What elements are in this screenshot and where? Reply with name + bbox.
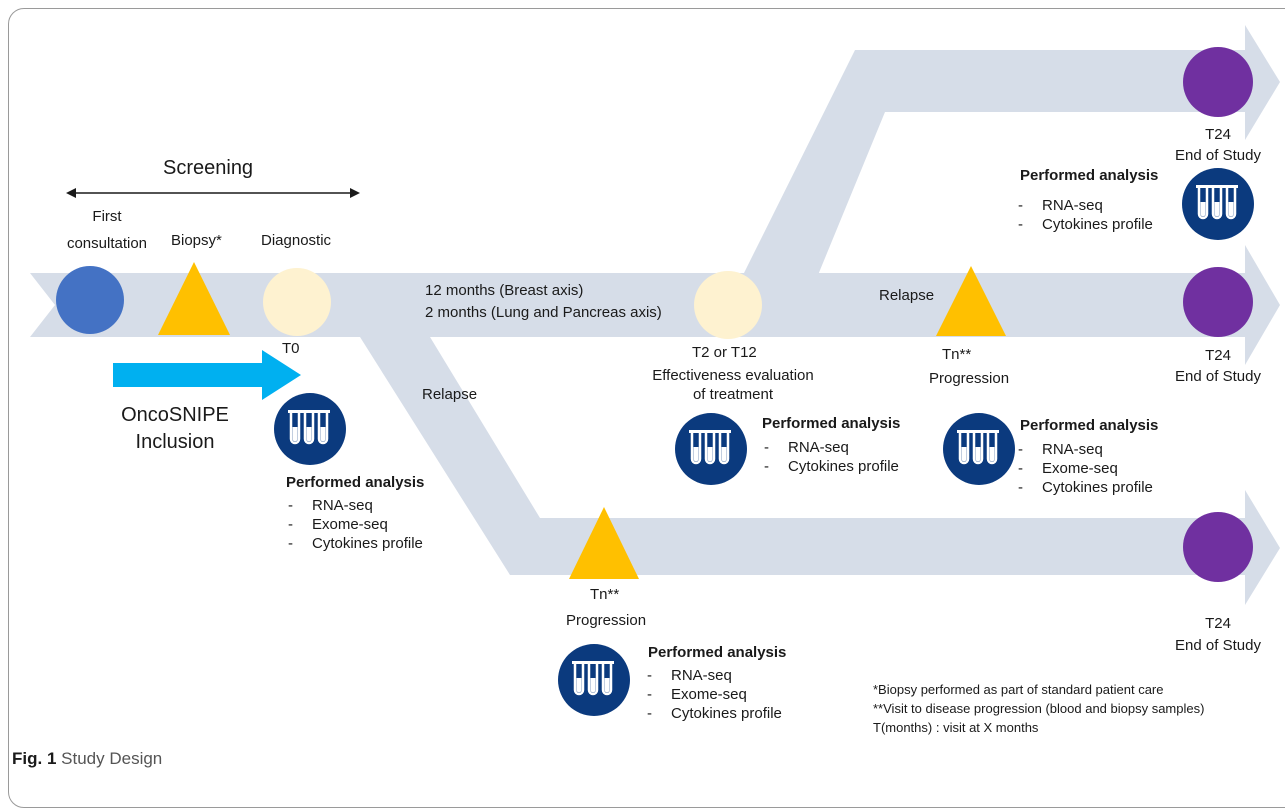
t0-label: T0 <box>282 340 300 357</box>
test-tubes-icon <box>558 644 630 716</box>
duration-line-1: 12 months (Breast axis) <box>425 282 584 299</box>
end-middle-label: End of Study <box>1175 368 1261 385</box>
screening-arrowhead-right <box>350 188 360 198</box>
end-bottom-label: End of Study <box>1175 637 1261 654</box>
test-tubes-icon <box>675 413 747 485</box>
analysis-item: Cytokines profile <box>1016 478 1153 497</box>
first-consultation-label: First consultation <box>66 208 148 252</box>
end-top-label: End of Study <box>1175 147 1261 164</box>
end-bottom-time: T24 <box>1205 615 1231 632</box>
test-tubes-icon <box>1182 168 1254 240</box>
figure-number: Fig. 1 <box>12 749 57 768</box>
diagnostic-label: Diagnostic <box>261 232 332 249</box>
evaluation-marker <box>694 271 762 339</box>
test-tubes-icon <box>943 413 1015 485</box>
footnote-progression: **Visit to disease progression (blood an… <box>873 701 1205 716</box>
test-tubes-icon <box>274 393 346 465</box>
analysis-item: Exome-seq <box>645 685 782 704</box>
footnote-biopsy: *Biopsy performed as part of standard pa… <box>873 682 1164 697</box>
figure-title: Study Design <box>61 749 163 768</box>
end-top-time: T24 <box>1205 126 1231 143</box>
screening-arrowhead-left <box>66 188 76 198</box>
tn-lower-label: Tn** <box>590 586 620 603</box>
study-design-diagram <box>30 25 1280 605</box>
analysis-item: RNA-seq <box>762 438 899 457</box>
analysis-item: Exome-seq <box>1016 459 1153 478</box>
end-middle-time: T24 <box>1205 347 1231 364</box>
analysis-t0-list: RNA-seq Exome-seq Cytokines profile <box>286 496 423 553</box>
biopsy-marker <box>158 262 230 335</box>
analysis-t0-title: Performed analysis <box>286 474 425 491</box>
diagnostic-marker <box>263 268 331 336</box>
analysis-item: RNA-seq <box>1016 440 1153 459</box>
analysis-item: RNA-seq <box>645 666 782 685</box>
screening-label: Screening <box>163 157 254 179</box>
progression-main-label: Progression <box>929 370 1010 387</box>
analysis-item: Cytokines profile <box>1016 215 1153 234</box>
analysis-item: RNA-seq <box>1016 196 1153 215</box>
analysis-evaluation-title: Performed analysis <box>762 415 901 432</box>
analysis-progression-main-list: RNA-seq Exome-seq Cytokines profile <box>1016 440 1153 497</box>
figure-caption: Fig. 1 Study Design <box>12 749 162 769</box>
analysis-item: Exome-seq <box>286 515 423 534</box>
analysis-progression-lower-title: Performed analysis <box>648 644 787 661</box>
analysis-progression-main-title: Performed analysis <box>1020 417 1159 434</box>
tn-main-label: Tn** <box>942 346 972 363</box>
analysis-item: Cytokines profile <box>762 457 899 476</box>
relapse-lower-marker <box>569 507 639 579</box>
inclusion-label: OncoSNIPE Inclusion <box>121 404 229 453</box>
analysis-item: Cytokines profile <box>286 534 423 553</box>
footnote-time: T(months) : visit at X months <box>873 720 1039 735</box>
analysis-top-end-list: RNA-seq Cytokines profile <box>1016 196 1153 234</box>
t2-t12-label: T2 or T12 <box>692 344 757 361</box>
relapse-main-label: Relapse <box>879 287 935 304</box>
analysis-top-end-title: Performed analysis <box>1020 167 1159 184</box>
footnotes: *Biopsy performed as part of standard pa… <box>873 680 1204 737</box>
biopsy-label: Biopsy* <box>171 232 222 249</box>
duration-line-2: 2 months (Lung and Pancreas axis) <box>425 304 662 321</box>
end-of-study-middle-marker <box>1183 267 1253 337</box>
end-of-study-bottom-marker <box>1183 512 1253 582</box>
relapse-main-marker <box>936 266 1006 336</box>
analysis-item: Cytokines profile <box>645 704 782 723</box>
relapse-lower-label: Relapse <box>422 386 478 403</box>
progression-lower-label: Progression <box>566 612 647 629</box>
analysis-progression-lower-list: RNA-seq Exome-seq Cytokines profile <box>645 666 782 723</box>
inclusion-arrow <box>113 350 301 400</box>
upper-branch-arrow <box>743 25 1280 275</box>
analysis-item: RNA-seq <box>286 496 423 515</box>
first-consultation-marker <box>56 266 124 334</box>
analysis-evaluation-list: RNA-seq Cytokines profile <box>762 438 899 476</box>
evaluation-label: Effectiveness evaluation of treatment <box>652 367 814 403</box>
end-of-study-top-marker <box>1183 47 1253 117</box>
